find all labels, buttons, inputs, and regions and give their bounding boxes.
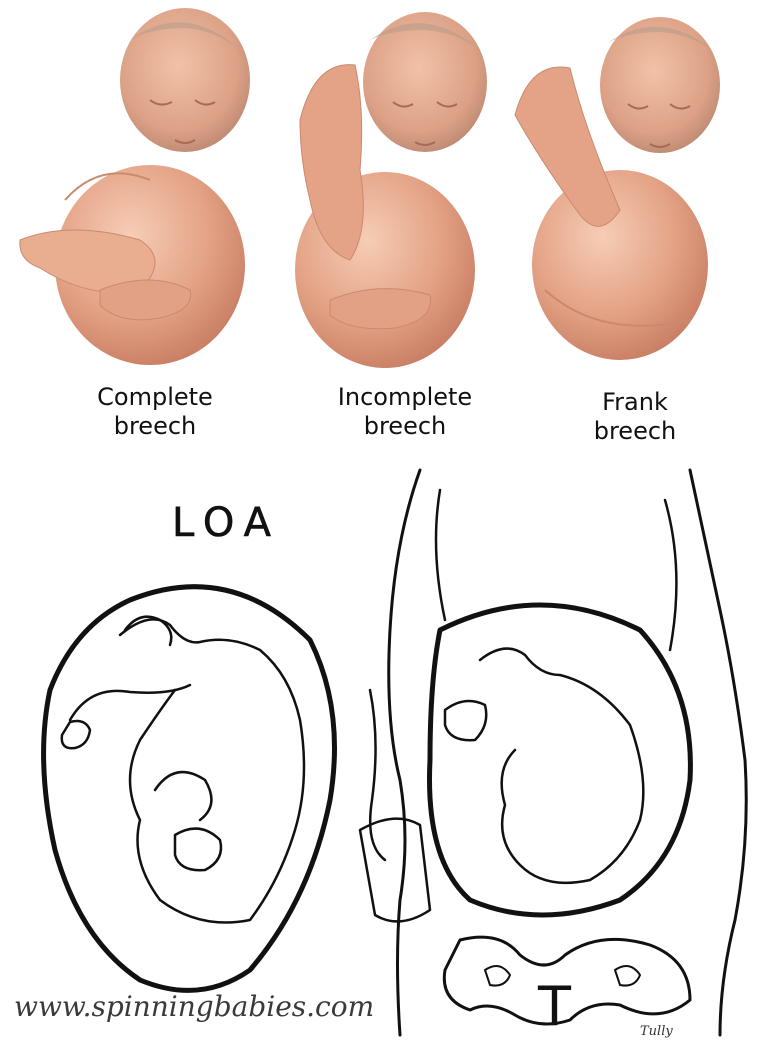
position-label: LOA: [172, 500, 281, 546]
caption-complete-breech: Complete breech: [70, 383, 240, 441]
caption-frank-breech: Frank breech: [565, 388, 705, 446]
caption-frank-line2: breech: [565, 417, 705, 446]
pelvis-t-label: T: [538, 980, 571, 1034]
uterus-outline-right: [430, 605, 691, 915]
frank-breech-baby: [515, 17, 720, 360]
loa-line-drawing: [0, 460, 759, 1041]
baby-heel: [175, 829, 221, 871]
mother-arm: [370, 690, 385, 860]
incomplete-breech-baby: [295, 12, 487, 368]
caption-incomplete-breech: Incomplete breech: [315, 383, 495, 441]
caption-incomplete-line2: breech: [315, 412, 495, 441]
mother-torso: [360, 470, 746, 1035]
caption-complete-line1: Complete: [70, 383, 240, 412]
frank-breech-body: [532, 170, 708, 360]
baby-arm: [70, 685, 190, 720]
breech-types-panel: Complete breech Incomplete breech Frank …: [0, 0, 759, 460]
artist-signature: Tully: [640, 1024, 673, 1039]
caption-complete-line2: breech: [70, 412, 240, 441]
watermark-url: www.spinningbabies.com: [14, 990, 374, 1023]
uterus-with-baby: [44, 587, 335, 991]
caption-frank-line1: Frank: [565, 388, 705, 417]
mother-right-side: [690, 470, 746, 1035]
baby-fist-right: [445, 701, 486, 740]
loa-diagram-panel: LOA T Tully www.spinningbabies.com: [0, 460, 759, 1041]
complete-breech-head: [120, 8, 250, 152]
baby-body-right: [480, 649, 643, 883]
complete-breech-baby: [20, 8, 250, 365]
baby-fist: [62, 721, 90, 748]
caption-incomplete-line1: Incomplete: [315, 383, 495, 412]
baby-body-outline: [120, 619, 304, 922]
uterus-outline: [44, 587, 335, 991]
mother-left-side: [389, 470, 420, 1035]
